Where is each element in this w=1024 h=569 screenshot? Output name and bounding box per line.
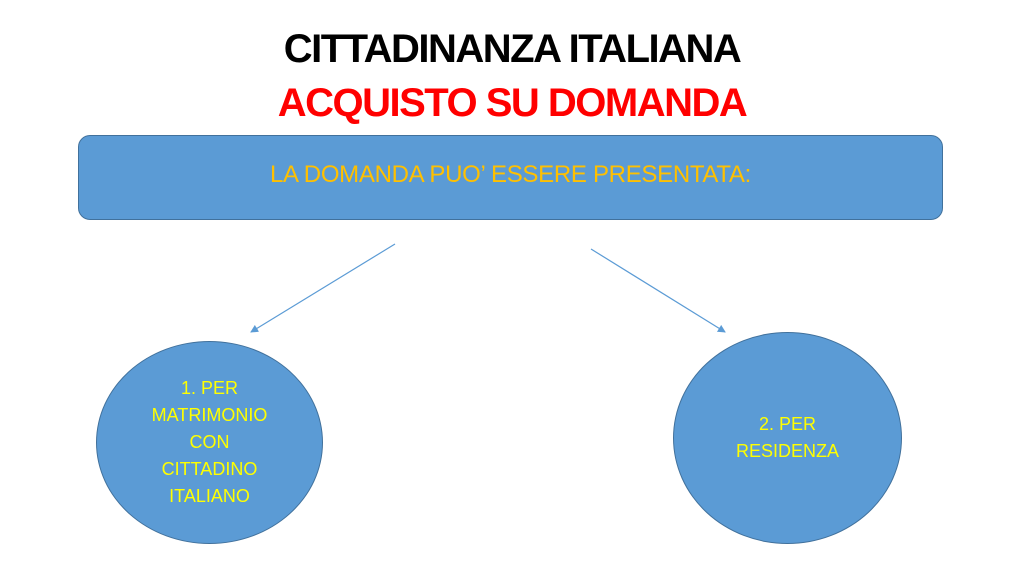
option-marriage-circle: 1. PER MATRIMONIO CON CITTADINO ITALIANO	[96, 341, 323, 544]
title-line-1: CITTADINANZA ITALIANA	[283, 27, 742, 71]
option-marriage-line: CON	[189, 432, 230, 452]
question-banner: LA DOMANDA PUO’ ESSERE PRESENTATA:	[78, 135, 943, 220]
option-marriage-line: 1. PER	[180, 378, 239, 398]
option-residence-line: 2. PER	[758, 414, 817, 434]
option-residence-text: 2. PER RESIDENZA	[736, 411, 839, 465]
option-marriage-line: ITALIANO	[169, 486, 250, 506]
title-line-2: ACQUISTO SU DOMANDA	[277, 81, 748, 125]
option-marriage-text: 1. PER MATRIMONIO CON CITTADINO ITALIANO	[152, 375, 268, 510]
arrow-right	[590, 248, 726, 333]
option-residence-line: RESIDENZA	[735, 441, 840, 461]
option-marriage-line: CITTADINO	[161, 459, 258, 479]
banner-text: LA DOMANDA PUO’ ESSERE PRESENTATA:	[269, 160, 752, 188]
option-residence-circle: 2. PER RESIDENZA	[673, 332, 902, 544]
option-marriage-line: MATRIMONIO	[151, 405, 268, 425]
arrow-left	[250, 243, 396, 333]
